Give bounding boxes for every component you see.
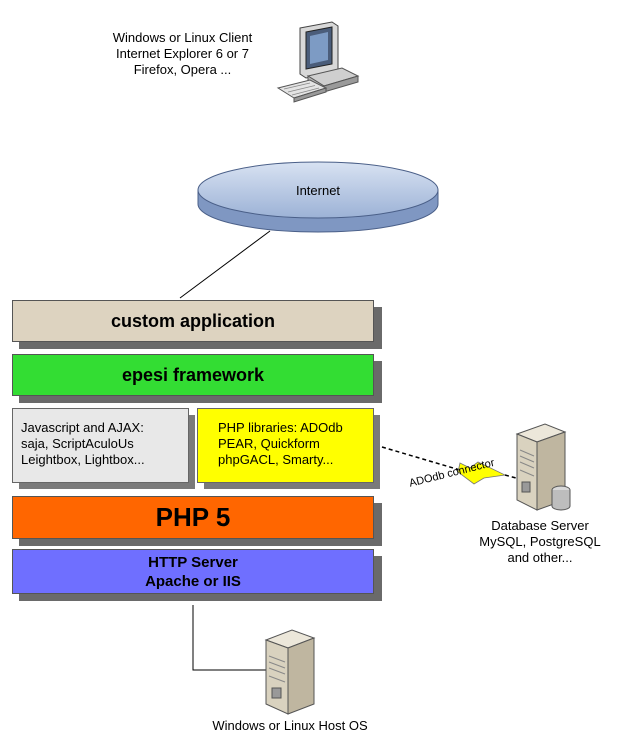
database-server-line: and other... xyxy=(507,550,573,565)
internet-link xyxy=(179,230,271,299)
client-line: Firefox, Opera ... xyxy=(133,62,232,77)
js-lib-line: Leightbox, Lightbox... xyxy=(21,452,145,467)
adodb-dash xyxy=(504,474,528,482)
server-tower-icon xyxy=(264,629,316,715)
layer-shadow xyxy=(374,307,382,348)
client-line: Windows or Linux Client xyxy=(112,30,253,45)
layer-shadow xyxy=(19,483,195,489)
layer-shadow xyxy=(19,396,382,403)
layer-shadow xyxy=(204,483,380,489)
database-server-label: Database Server MySQL, PostgreSQL and ot… xyxy=(470,518,610,566)
http-server-line: HTTP Server xyxy=(148,553,238,571)
host-link xyxy=(192,605,268,671)
adodb-dash xyxy=(381,446,461,471)
database-server-line: Database Server xyxy=(491,518,589,533)
php-libraries-box: PHP libraries: ADOdb PEAR, Quickform php… xyxy=(197,408,380,489)
custom-application-layer: custom application xyxy=(12,300,382,349)
desktop-computer-icon xyxy=(276,21,360,103)
adodb-bolt xyxy=(457,461,507,485)
php-lib-line: PHP libraries: ADOdb xyxy=(218,420,343,435)
layer-shadow xyxy=(374,503,382,545)
layer-shadow xyxy=(374,415,380,488)
layer-shadow xyxy=(189,415,195,488)
js-lib-line: saja, ScriptAculoUs xyxy=(21,436,134,451)
client-line: Internet Explorer 6 or 7 xyxy=(116,46,249,61)
database-server-line: MySQL, PostgreSQL xyxy=(479,534,601,549)
database-server-icon xyxy=(515,423,571,511)
http-server-layer: HTTP Server Apache or IIS xyxy=(12,549,382,601)
layer-shadow xyxy=(374,361,382,402)
layer-shadow xyxy=(374,556,382,600)
host-os-label: Windows or Linux Host OS xyxy=(212,718,368,733)
js-lib-line: Javascript and AJAX: xyxy=(21,420,144,435)
php-layer: PHP 5 xyxy=(12,496,382,546)
client-label: Windows or Linux Client Internet Explore… xyxy=(95,30,270,78)
custom-application-label: custom application xyxy=(110,310,276,331)
http-server-line: Apache or IIS xyxy=(145,572,241,590)
network-disk-icon xyxy=(197,161,439,233)
epesi-framework-label: epesi framework xyxy=(121,364,265,385)
php-label: PHP 5 xyxy=(155,502,231,532)
php-lib-line: PEAR, Quickform xyxy=(218,436,320,451)
layer-shadow xyxy=(19,539,382,546)
epesi-framework-layer: epesi framework xyxy=(12,354,382,403)
php-lib-line: phpGACL, Smarty... xyxy=(218,452,334,467)
javascript-libraries-box: Javascript and AJAX: saja, ScriptAculoUs… xyxy=(12,408,195,489)
layer-shadow xyxy=(19,594,382,601)
layer-shadow xyxy=(19,342,382,349)
internet-label: Internet xyxy=(295,183,341,198)
